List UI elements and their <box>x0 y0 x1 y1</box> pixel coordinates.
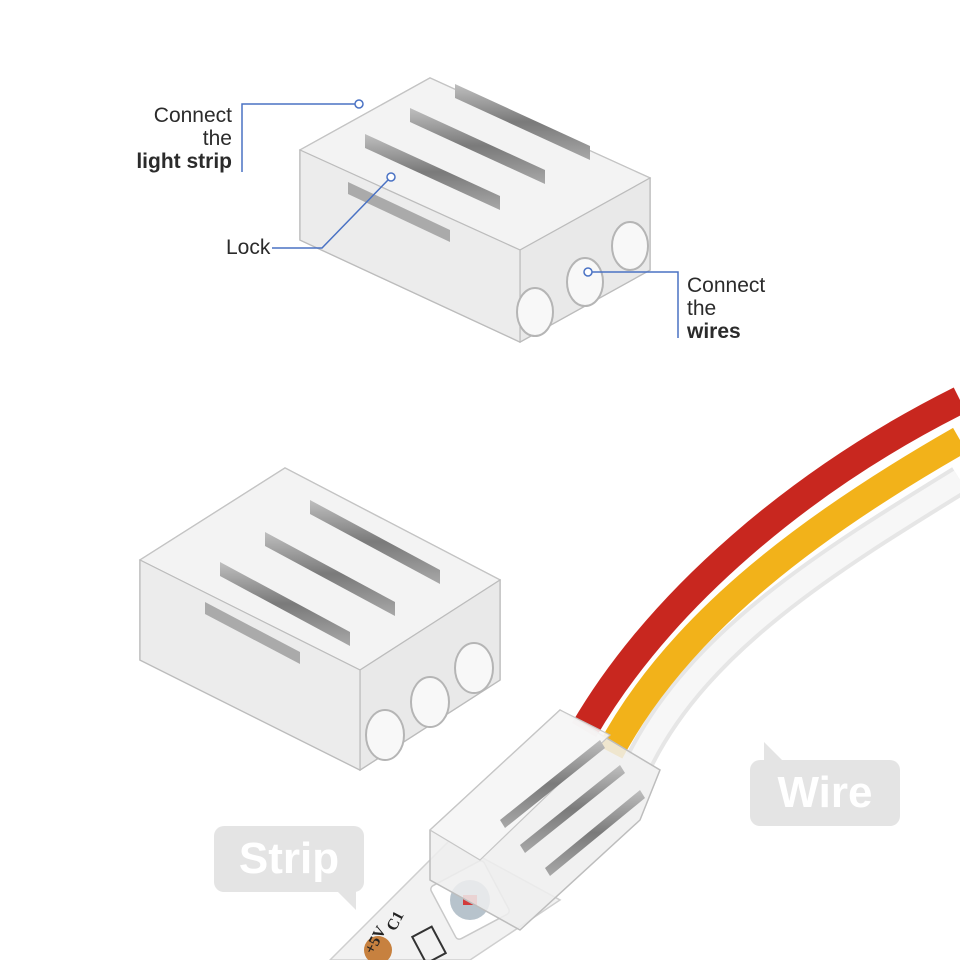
joined-connector-top <box>429 709 612 861</box>
wire-yellow <box>597 427 960 759</box>
tag-strip: Strip <box>214 826 364 892</box>
label-connect-wires-line1: Connect <box>687 274 766 297</box>
wire-red <box>571 387 960 738</box>
metal-contact <box>348 182 450 242</box>
label-connect-strip-line1: Connect <box>153 104 232 127</box>
metal-contact <box>265 532 395 616</box>
metal-contact <box>410 108 545 184</box>
wire-hole <box>365 709 405 761</box>
metal-contacts <box>348 84 590 242</box>
tag-strip-text: Strip <box>238 834 340 883</box>
tag-wire-text: Wire <box>777 768 873 817</box>
connector-side-face <box>139 559 361 771</box>
tag-wire-tail <box>764 742 784 762</box>
wire-hole <box>611 221 649 271</box>
callout-dot-wires <box>583 267 593 277</box>
callout-lines <box>241 99 679 338</box>
wire-white-inner <box>630 470 960 765</box>
connector-side-face <box>299 149 521 343</box>
metal-contact <box>220 562 350 646</box>
metal-contact <box>500 740 605 828</box>
bottom-connector <box>138 467 502 772</box>
metal-contacts <box>205 500 440 664</box>
callout-line-wires <box>590 271 679 338</box>
label-connect-wires-line3: wires <box>687 320 741 343</box>
wire-hole <box>516 287 554 337</box>
tag-wire: Wire <box>750 760 900 826</box>
callout-line-strip <box>241 103 355 172</box>
label-connect-wires: Connect the wires <box>687 274 765 343</box>
wire-hole <box>566 257 604 307</box>
metal-contact <box>365 134 500 210</box>
label-connect-wires-line2: the <box>687 297 717 320</box>
solder-pad <box>364 936 392 960</box>
wire-hole <box>454 642 494 694</box>
wire-holes <box>516 221 649 337</box>
metal-contact <box>455 84 590 160</box>
top-connector <box>298 77 652 344</box>
label-connect-light-strip: Connect the light strip <box>120 104 232 173</box>
callout-dot-lock <box>386 172 396 182</box>
label-connect-strip-line2: the <box>202 127 232 150</box>
callout-line-lock <box>272 179 389 249</box>
wire-hole <box>410 676 450 728</box>
metal-contact <box>520 765 625 853</box>
wire-holes <box>365 642 494 761</box>
metal-contact <box>205 602 300 664</box>
label-connect-strip-line3: light strip <box>136 150 232 173</box>
cable-wires <box>571 387 960 767</box>
label-lock: Lock <box>226 236 271 259</box>
tag-strip-tail <box>336 890 356 910</box>
pcb-component <box>410 925 448 960</box>
metal-contact <box>545 790 645 876</box>
callout-dot-strip <box>354 99 364 109</box>
metal-contact <box>310 500 440 584</box>
joined-connector <box>429 709 661 931</box>
